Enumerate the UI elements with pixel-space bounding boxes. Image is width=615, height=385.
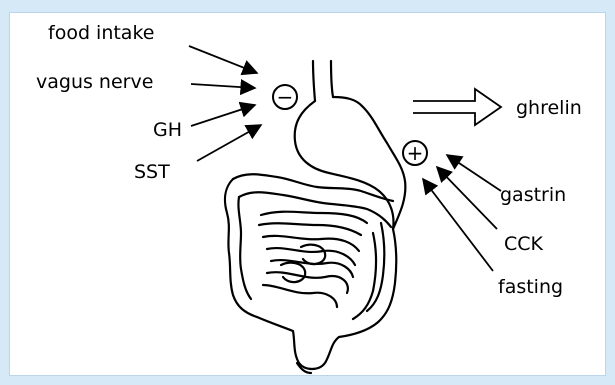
label-gh: GH bbox=[153, 119, 182, 141]
minus-sign: − bbox=[277, 85, 294, 109]
label-fasting: fasting bbox=[498, 276, 563, 298]
label-ghrelin: ghrelin bbox=[516, 97, 582, 119]
arrow-gh bbox=[191, 105, 255, 126]
digestive-tract-drawing bbox=[225, 61, 405, 373]
small-intestine bbox=[259, 212, 367, 307]
diagram-frame: − + food intake vagus nerve GH SST ghrel… bbox=[9, 12, 606, 376]
stimulator-arrows bbox=[423, 155, 501, 271]
label-sst: SST bbox=[134, 161, 170, 183]
arrow-food-intake bbox=[189, 46, 257, 73]
arrow-fasting bbox=[423, 179, 493, 271]
arrow-sst bbox=[197, 125, 261, 161]
transverse-colon bbox=[233, 174, 393, 201]
arrow-cck bbox=[437, 167, 497, 229]
label-vagus-nerve: vagus nerve bbox=[36, 71, 153, 93]
label-gastrin: gastrin bbox=[500, 184, 566, 206]
ghrelin-output-arrow bbox=[413, 89, 501, 125]
arrow-vagus-nerve bbox=[191, 84, 255, 88]
inhibitor-arrows bbox=[189, 46, 261, 161]
label-cck: CCK bbox=[504, 233, 543, 255]
inhibition-sign: − bbox=[273, 85, 297, 109]
stimulation-sign: + bbox=[403, 141, 427, 165]
stomach bbox=[295, 97, 406, 229]
rectum bbox=[257, 317, 339, 369]
plus-sign: + bbox=[407, 141, 424, 165]
esophagus bbox=[313, 61, 333, 101]
label-food-intake: food intake bbox=[48, 22, 154, 44]
